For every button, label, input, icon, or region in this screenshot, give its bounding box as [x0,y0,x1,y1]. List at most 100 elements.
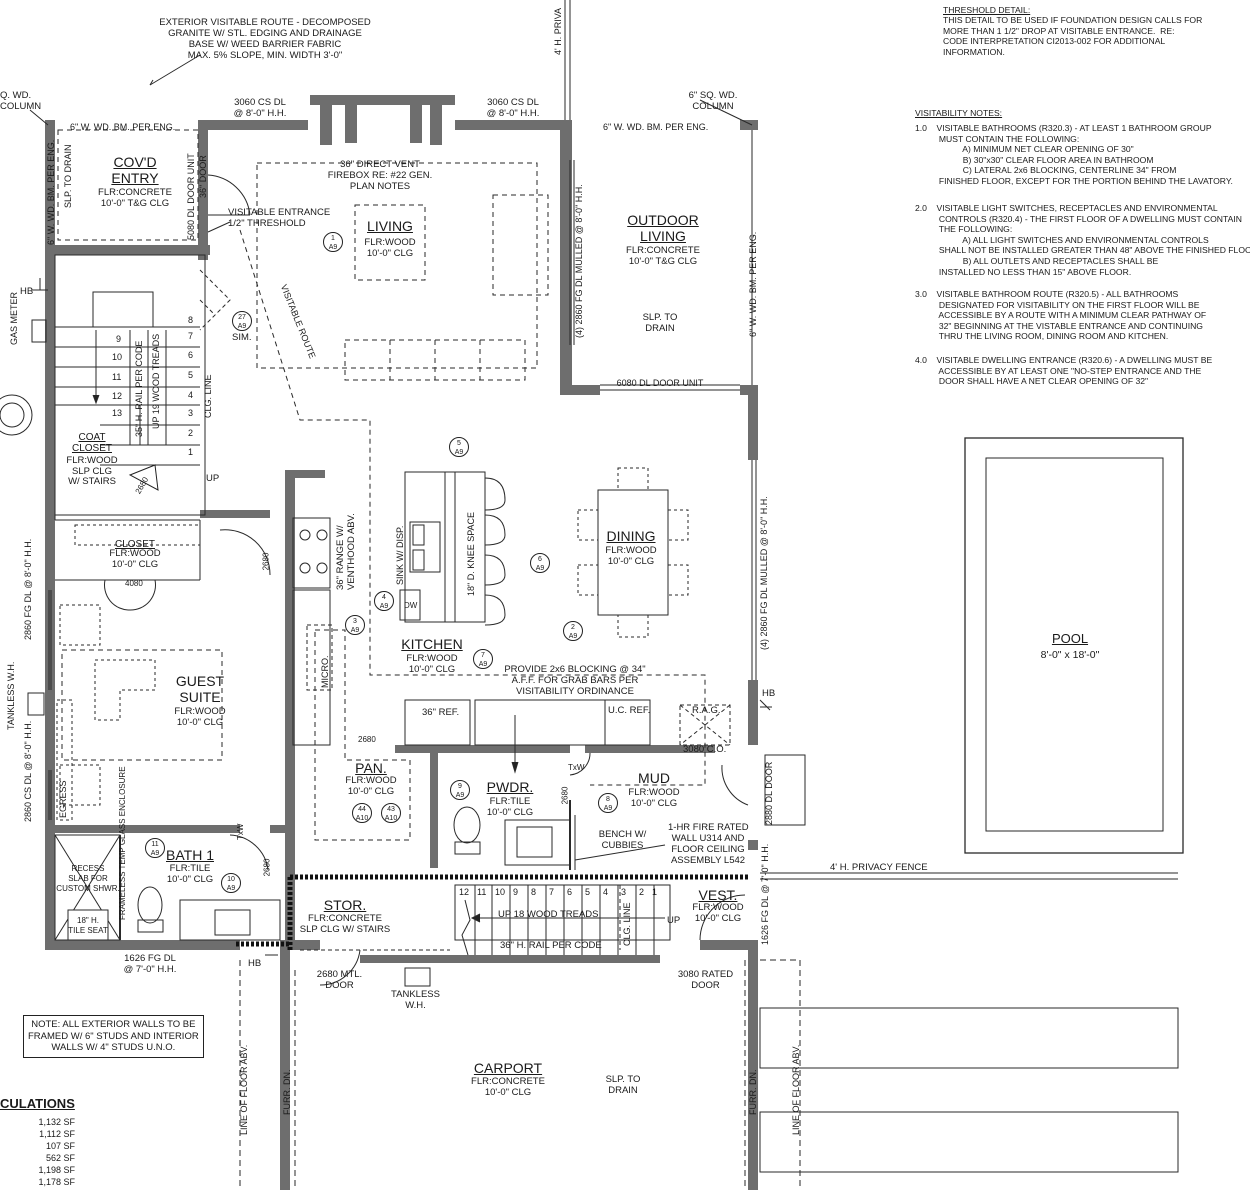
bath1-detail: FLR:TILE 10'-0" CLG [166,863,214,885]
vestibule-detail: FLR:WOOD 10'-0" CLG [692,902,744,924]
visitability-note-4: 4.0 VISITABLE DWELLING ENTRANCE (R320.6)… [915,355,1213,387]
door-6080-label: 6080 DL DOOR UNIT [616,378,704,388]
exterior-walls [45,95,758,1190]
furr-left: FURR. DN. [282,1069,292,1116]
stair-step-number: 1 [652,887,658,897]
co-3080-label: 3080 C.O. [683,744,727,755]
stair-step-number: 4 [603,887,609,897]
detail-tag-t27: 27 A9 [232,311,252,331]
threshold-body: THIS DETAIL TO BE USED IF FOUNDATION DES… [943,15,1203,57]
detail-tag-t9: 9 A9 [450,780,470,800]
stair-step-number: 11 [112,372,122,382]
guest-suite-name: GUEST SUITE [175,673,225,705]
tankless-bottom-label: TANKLESS W.H. [391,989,440,1011]
fire-wall-label: 1-HR FIRE RATED WALL U314 AND FLOOR CEIL… [668,822,749,866]
stair-step-number: 2 [639,887,645,897]
pool-inner [985,457,1164,832]
entry-slope-label: SLP. TO DRAIN [63,144,73,208]
detail-tag-t2: 2 A9 [563,621,583,641]
stair-treads-vertical: UP 19 WOOD TREADS [151,333,161,429]
stair-step-number: 12 [112,391,123,401]
stair-step-number: 13 [112,408,123,418]
detail-tag-t8: 8 A9 [598,793,618,813]
stair-step-number: 7 [549,887,555,897]
powder-detail: FLR:TILE 10'-0" CLG [486,796,534,818]
closet-name: CLOSET [114,539,155,550]
door-4080-closet: 4080 [125,579,143,588]
powder-name: PWDR. [486,779,534,795]
vest-stair-up-label: UP [667,915,681,926]
line-floor-left: LINE OF FLOOR ABV. [239,1044,249,1135]
door-5080-label: 5080 DL DOOR UNIT [186,153,196,240]
stair-step-number: 3 [188,408,194,418]
carport-name: CARPORT [473,1060,543,1076]
closet-detail: FLR:WOOD 10'-0" CLG [109,548,161,570]
stair-step-number: 1 [188,447,194,457]
detail-tag-t3: 3 A9 [345,615,365,635]
pool-name: POOL [1051,631,1089,646]
ceiling-line-vest: CLG. LINE [622,902,632,946]
window-3060-left: 3060 CS DL @ 8'-0" H.H. [233,97,287,119]
stair-rail-label: 36" H. RAIL PER CODE [500,940,602,951]
window-2860-lower: 2860 CS DL @ 8'-0" H.H. [23,720,33,822]
micro-label: MICRO. [320,655,330,689]
beam-right-label: 6" W. WD. BM. PER ENG. [603,122,709,132]
stair-step-number: 8 [531,887,537,897]
privacy-fence-label: 4' H. PRIVACY FENCE [830,862,928,873]
beam-left-vertical: 6" W. WD. BM. PER ENG. [46,139,56,245]
detail-tag-t5: 5 A9 [449,437,469,457]
stair-step-number: 2 [188,428,194,438]
detail-tag-t4: 4 A9 [374,591,394,611]
window-1626-vest: 1626 FG DL @ 7'-0" H.H. [760,843,770,945]
guest-suite-detail: FLR:WOOD 10'-0" CLG [174,706,226,728]
calculation-value: 1,132 SF [38,1117,75,1127]
pantry-detail: FLR:WOOD 10'-0" CLG [345,775,397,797]
covd-entry-detail: FLR:CONCRETE 10'-0" T&G CLG [98,187,172,209]
visitability-title: VISITABILITY NOTES: [915,108,1003,118]
detail-tag-t11: 11 A9 [145,838,165,858]
kitchen-name: KITCHEN [401,636,463,652]
window-2860-upper: 2860 FG DL @ 8'-0" H.H. [23,538,33,640]
outdoor-slope-label: SLP. TO DRAIN [642,312,678,334]
coat-closet-name: COAT CLOSET [71,432,112,454]
dining-detail: FLR:WOOD 10'-0" CLG [605,545,657,567]
detail-tag-t6: 6 A9 [530,553,550,573]
carport-slope-label: SLP. TO DRAIN [605,1074,641,1096]
pool-outer [964,437,1184,854]
vestibule-name: VEST. [698,887,738,903]
blocking-note: PROVIDE 2x6 BLOCKING @ 34" A.F.F. FOR GR… [504,664,646,697]
tile-seat-label: 18" H. TILE SEAT [68,916,108,935]
calculation-value: 1,198 SF [38,1164,75,1175]
uc-ref-label: U.C. REF. [608,705,651,716]
window-3060-right: 3060 CS DL @ 8'-0" H.H. [486,97,540,119]
calculations-title: CULATIONS [0,1096,75,1111]
stair-step-number: 6 [567,887,573,897]
recess-slab-label: RECESS SLAB FOR CUSTOM SHWR. [56,864,120,893]
pantry-name: PAN. [355,760,387,776]
main-stair-treads [55,291,200,466]
column-left-label: Q. WD. COLUMN [0,90,42,112]
living-name: LIVING [367,218,413,234]
door-2680-closet-stair: 2680 [261,552,271,571]
door-2680-powder: 2680 [560,786,570,805]
stair-step-number: 11 [477,887,487,897]
egress-label: EGRESS [58,780,68,818]
living-detail: FLR:WOOD 10'-0" CLG [364,237,416,259]
dining-name: DINING [606,528,656,544]
furr-right: FURR. DN. [748,1069,758,1116]
storage-name: STOR. [323,897,367,913]
stair-up-label: UP [206,473,220,484]
door-2680-mtl-label: 2680 MTL. DOOR [316,969,363,991]
visitable-entrance-label: VISITABLE ENTRANCE 1/2" THRESHOLD [228,207,331,229]
stair-step-number: 6 [188,350,194,360]
beam-right-vertical: 6" W. WD. BM. PER ENG. [748,231,758,337]
window-1626-bath-label: 1626 FG DL @ 7'-0" H.H. [123,953,177,975]
stair-step-number: 5 [188,370,194,380]
pool-size: 8'-0" x 18'-0" [1040,649,1100,661]
stair-step-number: 9 [513,887,519,897]
mud-name: MUD [638,770,670,786]
detail-tag-t7: 7 A9 [473,649,493,669]
ceiling-line-stair: CLG. LINE [203,374,213,418]
visitability-note-2: 2.0 VISITABLE LIGHT SWITCHES, RECEPTACLE… [915,203,1250,277]
door-2680-pantry: 2680 [358,735,376,744]
